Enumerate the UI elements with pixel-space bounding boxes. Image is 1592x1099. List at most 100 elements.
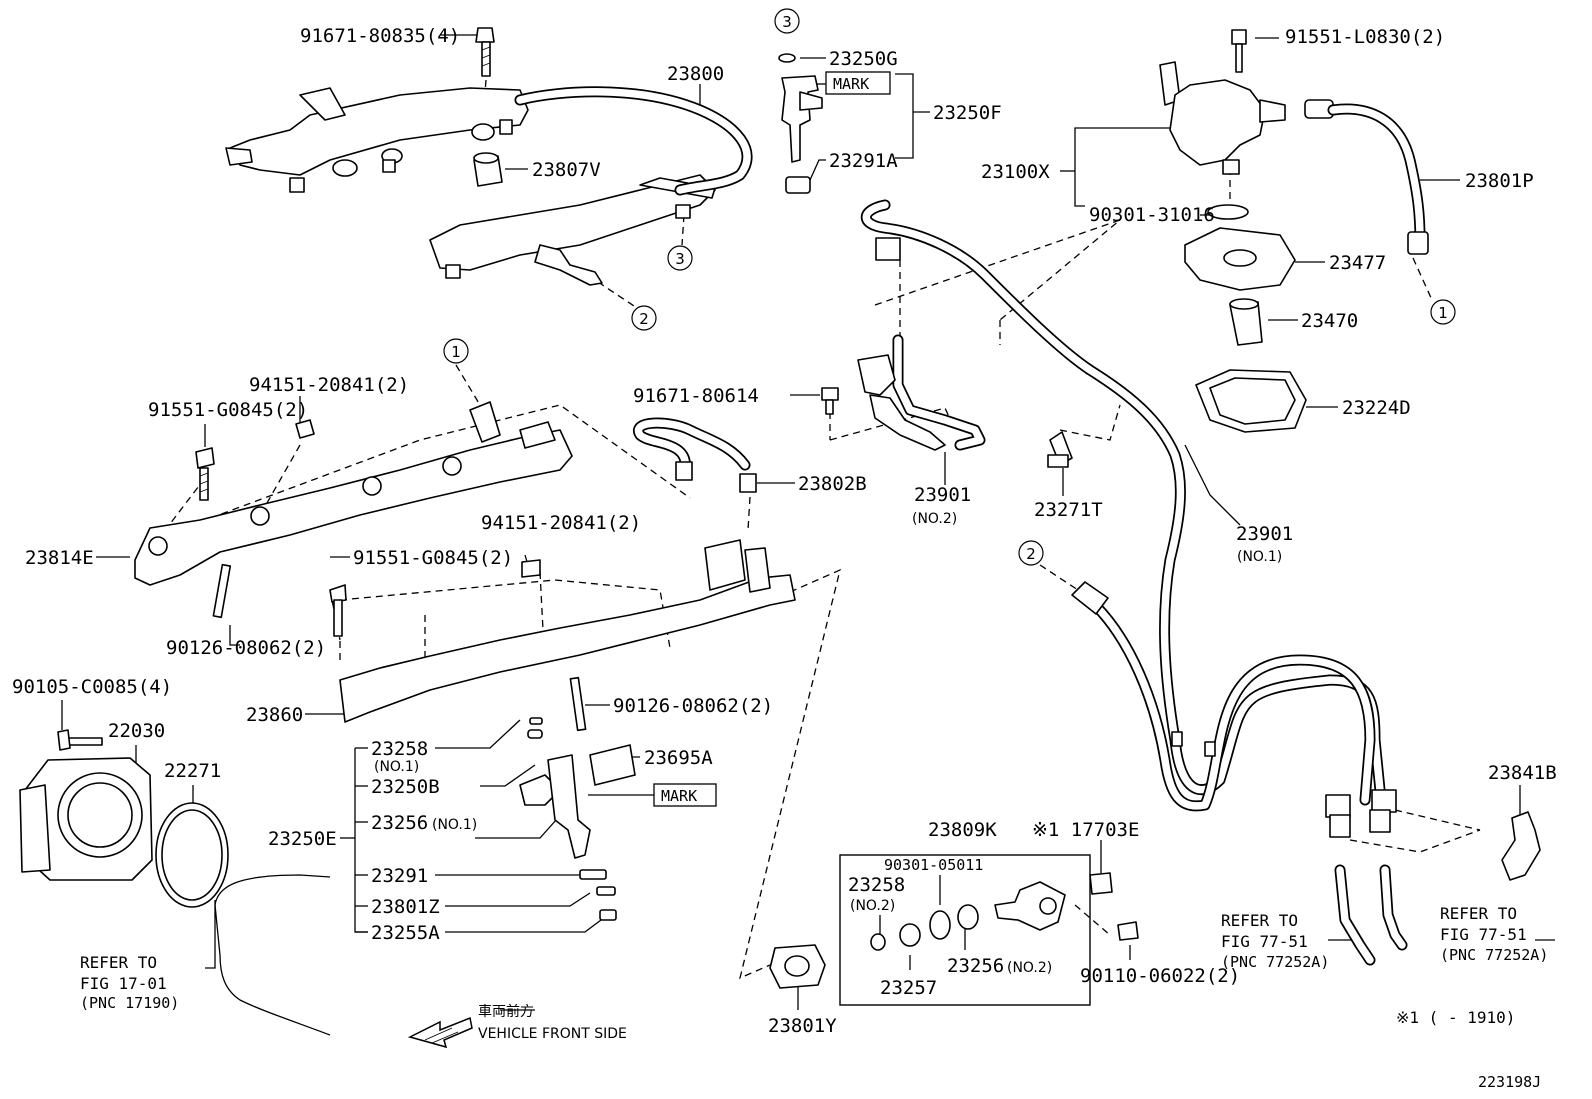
pipe-23800 bbox=[514, 86, 753, 196]
fuel-delivery-pipe-upper bbox=[225, 87, 529, 193]
reference-note-17-01: REFER TO FIG 17-01 (PNC 17190) bbox=[80, 953, 179, 1012]
label-90301-05011[interactable]: 90301-05011 bbox=[884, 856, 983, 874]
label-22271[interactable]: 22271 bbox=[164, 760, 221, 782]
reference-fig-link-right[interactable]: FIG 77-51 bbox=[1440, 925, 1527, 944]
mark-label-upper: MARK bbox=[833, 75, 869, 93]
label-91671-80614[interactable]: 91671-80614 bbox=[633, 385, 759, 407]
label-23807V[interactable]: 23807V bbox=[532, 159, 601, 181]
svg-text:(PNC 17190): (PNC 17190) bbox=[80, 994, 179, 1012]
label-23100X[interactable]: 23100X bbox=[981, 161, 1050, 183]
label-23802B[interactable]: 23802B bbox=[798, 473, 867, 495]
pipe-23901-no2 bbox=[857, 237, 986, 451]
label-23224D[interactable]: 23224D bbox=[1342, 397, 1411, 419]
svg-text:1: 1 bbox=[451, 343, 461, 361]
high-pressure-pump-23100X bbox=[1159, 29, 1307, 433]
label-23695A[interactable]: 23695A bbox=[644, 747, 713, 769]
pipe-23801P bbox=[1304, 99, 1429, 255]
label-23271T[interactable]: 23271T bbox=[1034, 499, 1103, 521]
circle-ref-3-lower: 3 bbox=[667, 245, 693, 271]
sublabel-23256-no1: (NO.1) bbox=[432, 817, 477, 833]
label-23470[interactable]: 23470 bbox=[1301, 310, 1358, 332]
injector-top bbox=[778, 53, 823, 194]
reference-fig-link-left[interactable]: FIG 77-51 bbox=[1221, 932, 1308, 951]
reference-fig-link-17-01[interactable]: FIG 17-01 bbox=[80, 974, 167, 993]
label-90105-C0085[interactable]: 90105-C0085(4) bbox=[12, 676, 172, 698]
fuel-rail-23860 bbox=[329, 539, 796, 732]
label-23800[interactable]: 23800 bbox=[667, 63, 724, 85]
throttle-body-22030 bbox=[19, 729, 153, 881]
pipe-connectors-lower-right bbox=[1325, 789, 1408, 966]
label-23801P[interactable]: 23801P bbox=[1465, 170, 1534, 192]
reference-note-77-51-left: REFER TO FIG 77-51 (PNC 77252A) bbox=[1221, 911, 1329, 971]
bolt-91671-80614 bbox=[821, 387, 839, 415]
label-23291A[interactable]: 23291A bbox=[829, 150, 898, 172]
label-91551-G0845-upper[interactable]: 91551-G0845(2) bbox=[148, 399, 308, 421]
clamp-23271T bbox=[1047, 431, 1073, 468]
label-23814E[interactable]: 23814E bbox=[25, 547, 94, 569]
label-23258-no1[interactable]: 23258 bbox=[371, 738, 428, 760]
label-23257[interactable]: 23257 bbox=[880, 977, 937, 999]
svg-text:3: 3 bbox=[782, 13, 792, 31]
reference-note-77-51-right: REFER TO FIG 77-51 (PNC 77252A) bbox=[1440, 904, 1548, 964]
kit-23809K-box bbox=[839, 854, 1091, 1006]
bolt-90110-06022 bbox=[1117, 921, 1139, 941]
label-23250F[interactable]: 23250F bbox=[933, 102, 1002, 124]
label-90126-08062-upper[interactable]: 90126-08062(2) bbox=[166, 637, 326, 659]
svg-text:(PNC 77252A): (PNC 77252A) bbox=[1221, 953, 1329, 971]
injector-23250E bbox=[519, 717, 636, 921]
label-23841B[interactable]: 23841B bbox=[1488, 762, 1557, 784]
svg-text:1: 1 bbox=[1438, 304, 1448, 322]
label-23250E[interactable]: 23250E bbox=[268, 828, 337, 850]
sublabel-no1: (NO.1) bbox=[1237, 549, 1282, 565]
label-23801Y[interactable]: 23801Y bbox=[768, 1015, 837, 1037]
label-22030[interactable]: 22030 bbox=[108, 720, 165, 742]
bracket-23841B bbox=[1501, 811, 1541, 881]
leader-lines bbox=[61, 34, 1555, 1011]
label-23256-no1[interactable]: 23256 bbox=[371, 812, 428, 834]
fuel-delivery-pipe-lower bbox=[429, 174, 716, 286]
sublabel-23258-no1: (NO.1) bbox=[374, 759, 419, 775]
svg-text:(PNC 77252A): (PNC 77252A) bbox=[1440, 946, 1548, 964]
vehicle-front-label-en: VEHICLE FRONT SIDE bbox=[478, 1026, 627, 1042]
label-90110-06022[interactable]: 90110-06022(2) bbox=[1080, 965, 1240, 987]
label-23801Z[interactable]: 23801Z bbox=[371, 896, 440, 918]
svg-text:3: 3 bbox=[675, 250, 685, 268]
label-23258-no2[interactable]: 23258 bbox=[848, 874, 905, 896]
label-23860[interactable]: 23860 bbox=[246, 704, 303, 726]
bolt-91671-80835 bbox=[475, 27, 495, 77]
label-23901-no1[interactable]: 23901 bbox=[1236, 523, 1293, 545]
vehicle-front-arrow bbox=[407, 1016, 473, 1049]
label-91551-G0845-lower[interactable]: 91551-G0845(2) bbox=[353, 547, 513, 569]
label-90301-31016[interactable]: 90301-31016 bbox=[1089, 204, 1215, 226]
pipe-23901-no1 bbox=[860, 199, 1386, 812]
fuel-rail-23814E bbox=[134, 401, 573, 619]
label-23901-no2[interactable]: 23901 bbox=[914, 484, 971, 506]
gasket-22271 bbox=[155, 802, 229, 908]
label-91551-L0830[interactable]: 91551-L0830(2) bbox=[1285, 26, 1445, 48]
sublabel-23258-no2: (NO.2) bbox=[850, 898, 895, 914]
intake-reference-outline bbox=[214, 874, 331, 1036]
label-23291[interactable]: 23291 bbox=[371, 865, 428, 887]
svg-text:2: 2 bbox=[639, 310, 649, 328]
label-94151-20841-lower[interactable]: 94151-20841(2) bbox=[481, 512, 641, 534]
label-91671-80835[interactable]: 91671-80835(4) bbox=[300, 25, 460, 47]
label-23250G[interactable]: 23250G bbox=[829, 48, 898, 70]
label-90126-08062-lower[interactable]: 90126-08062(2) bbox=[613, 695, 773, 717]
circle-ref-1-right: 1 bbox=[1430, 299, 1456, 325]
label-94151-20841-upper[interactable]: 94151-20841(2) bbox=[249, 374, 409, 396]
sensor-17703E bbox=[1089, 872, 1113, 895]
label-23256-no2[interactable]: 23256 bbox=[947, 955, 1004, 977]
label-23809K[interactable]: 23809K bbox=[928, 819, 997, 841]
label-23477[interactable]: 23477 bbox=[1329, 252, 1386, 274]
label-23250B[interactable]: 23250B bbox=[371, 776, 440, 798]
svg-text:REFER TO: REFER TO bbox=[80, 953, 157, 972]
svg-text:REFER TO: REFER TO bbox=[1221, 911, 1298, 930]
svg-text:REFER TO: REFER TO bbox=[1440, 904, 1517, 923]
svg-text:2: 2 bbox=[1026, 545, 1036, 563]
sublabel-23256-no2: (NO.2) bbox=[1007, 960, 1052, 976]
mark-box-upper bbox=[825, 71, 891, 95]
label-23255A[interactable]: 23255A bbox=[371, 922, 440, 944]
label-17703E[interactable]: ※1 17703E bbox=[1032, 819, 1139, 841]
